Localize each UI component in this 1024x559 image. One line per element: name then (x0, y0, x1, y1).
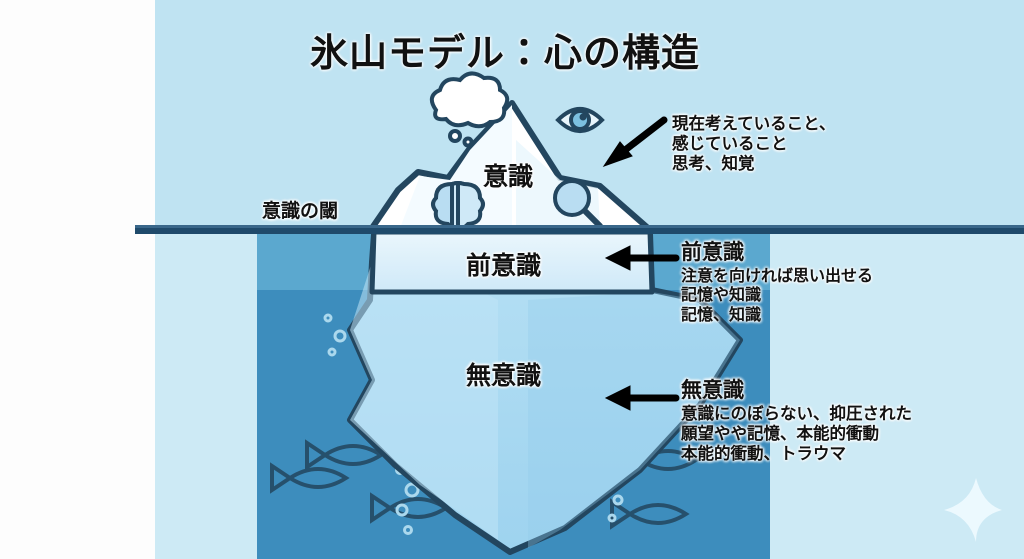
arrow-left-icon (602, 116, 668, 167)
water-surface-highlight (135, 225, 1024, 228)
magnifier-icon (553, 179, 603, 229)
thought-cloud-icon (429, 71, 510, 148)
fish-icon (270, 462, 350, 494)
brain-icon (431, 181, 485, 231)
preconscious-annotation: 前意識 注意を向ければ思い出せる 記憶や知識 記憶、知識 (681, 240, 873, 324)
conscious-annotation-line-1: 現在考えていること、 (672, 114, 836, 133)
arrow-left-icon (604, 385, 680, 411)
sparkle-icon (944, 478, 1002, 542)
unconscious-annotation-line-3: 本能的衝動、トラウマ (681, 443, 846, 463)
arrow-left-icon (604, 245, 680, 271)
unconscious-annotation-heading: 無意識 (681, 378, 744, 402)
unconscious-annotation: 無意識 意識にのぼらない、抑圧された 願望やや記憶、本能的衝動 本能的衝動、トラ… (681, 378, 912, 464)
fish-icon (305, 439, 385, 471)
preconscious-annotation-line-3: 記憶、知識 (681, 304, 762, 324)
unconscious-label: 無意識 (466, 361, 542, 390)
preconscious-label: 前意識 (466, 251, 542, 280)
conscious-annotation-line-3: 思考、知覚 (672, 154, 755, 174)
unconscious-annotation-line-2: 願望やや記憶、本能的衝動 (681, 423, 879, 443)
page-title: 氷山モデル：心の構造 (309, 31, 700, 75)
unconscious-annotation-line-1: 意識にのぼらない、抑圧された (681, 403, 912, 423)
preconscious-annotation-heading: 前意識 (681, 240, 744, 264)
iceberg-facet-right (528, 292, 740, 548)
conscious-annotation-line-2: 感じていること (672, 134, 788, 154)
preconscious-annotation-line-1: 注意を向ければ思い出せる (681, 265, 874, 285)
conscious-label: 意識 (483, 162, 534, 191)
threshold-label: 意識の閾 (262, 200, 339, 222)
iceberg-facet-left (350, 236, 498, 540)
fish-icon (610, 498, 690, 530)
iceberg-tip-facet (400, 105, 512, 228)
conscious-annotation: 現在考えていること、 感じていること 思考、知覚 (672, 114, 836, 174)
water-surface-line (135, 225, 1024, 234)
preconscious-annotation-line-2: 記憶や知識 (681, 285, 762, 305)
eye-icon (555, 107, 605, 133)
